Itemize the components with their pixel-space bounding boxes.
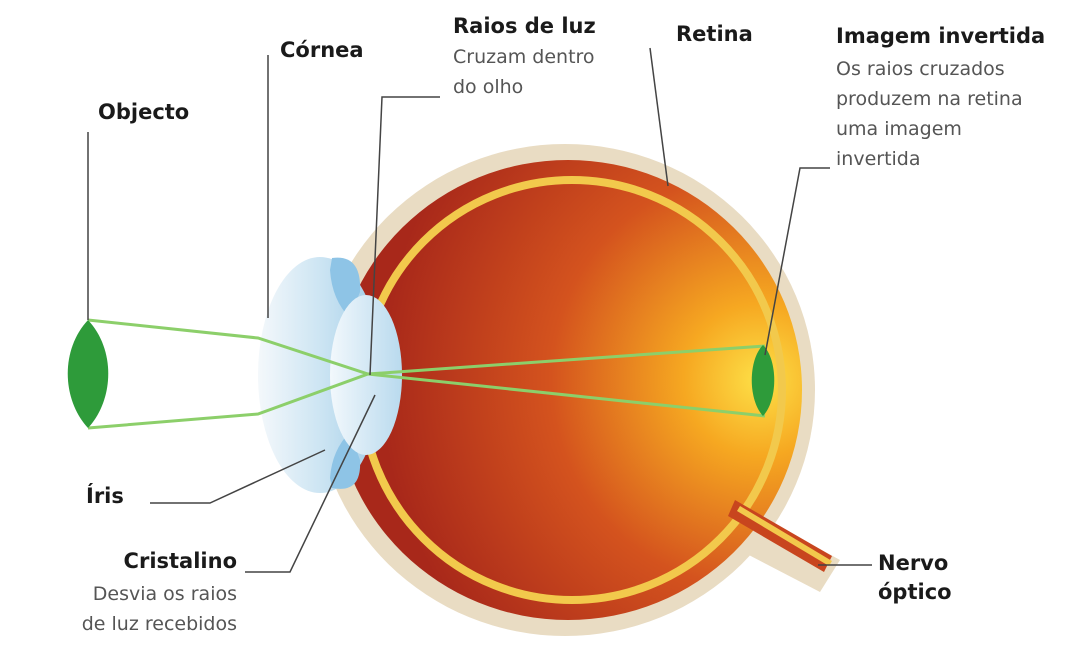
label-objecto: Objecto <box>98 98 189 126</box>
label-cristalino-desc-2: de luz recebidos <box>37 611 237 637</box>
label-imagem-desc-3: uma imagem <box>836 116 962 142</box>
label-nervo-2: óptico <box>878 578 952 606</box>
label-raios-desc-1: Cruzam dentro <box>453 44 595 70</box>
label-cristalino-desc-1: Desvia os raios <box>37 581 237 607</box>
label-iris: Íris <box>86 482 124 510</box>
label-nervo-1: Nervo <box>878 549 948 577</box>
label-retina: Retina <box>676 20 753 48</box>
label-raios-desc-2: do olho <box>453 74 523 100</box>
label-cornea: Córnea <box>280 36 364 64</box>
label-imagem-desc-4: invertida <box>836 146 921 172</box>
label-imagem-desc-2: produzem na retina <box>836 86 1023 112</box>
label-cristalino-title: Cristalino <box>74 547 237 575</box>
object-leaf <box>68 320 109 428</box>
vitreous <box>375 190 775 590</box>
label-imagem-desc-1: Os raios cruzados <box>836 56 1005 82</box>
label-imagem-title: Imagem invertida <box>836 22 1045 50</box>
label-raios-title: Raios de luz <box>453 12 596 40</box>
